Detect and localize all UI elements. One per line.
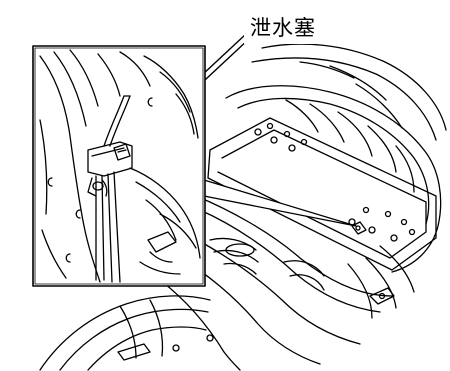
drain-plug-label: 泄水塞 <box>250 16 316 40</box>
drain-plug-callout: 泄水塞 <box>244 13 415 44</box>
callout-wedge <box>203 179 357 227</box>
inset-detail-panel <box>32 45 206 287</box>
vehicle-underbody-drawing <box>39 43 447 371</box>
